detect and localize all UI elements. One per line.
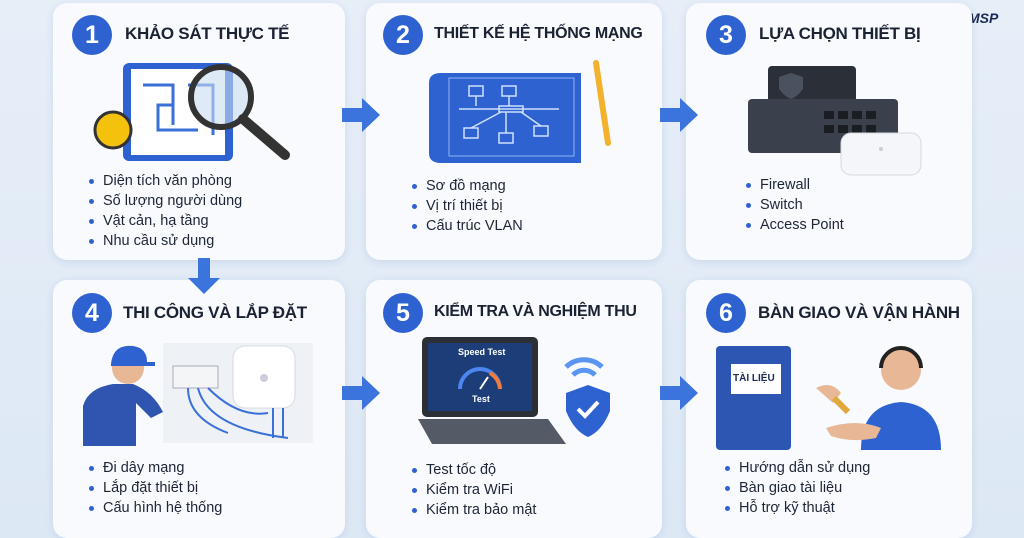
list-item: Bàn giao tài liệu	[723, 478, 870, 498]
floorplan-magnifier-icon	[93, 63, 290, 161]
step-items: Hướng dẫn sử dụng Bàn giao tài liệu Hỗ t…	[723, 458, 870, 518]
list-item: Hỗ trợ kỹ thuật	[723, 498, 870, 518]
step-title: KIỂM TRA VÀ NGHIỆM THU	[434, 303, 637, 320]
list-item: Kiểm tra bảo mật	[410, 500, 536, 520]
step-title: LỰA CHỌN THIẾT BỊ	[759, 24, 921, 43]
list-item: Đi dây mạng	[87, 458, 222, 478]
step-number: 1	[72, 15, 112, 55]
test-label: Test	[472, 394, 490, 404]
step-card-1: 1 KHẢO SÁT THỰC TẾ Diện tích văn phòng S…	[53, 3, 345, 260]
msp-logo: MSP	[968, 10, 999, 26]
list-item: Firewall	[744, 175, 844, 195]
step-title: THIẾT KẾ HỆ THỐNG MẠNG	[434, 25, 643, 42]
arrow-right-icon	[660, 98, 698, 132]
list-item: Access Point	[744, 215, 844, 235]
step-card-5: 5 KIỂM TRA VÀ NGHIỆM THU Speed Test Test…	[366, 280, 662, 538]
step-items: Test tốc độ Kiểm tra WiFi Kiểm tra bảo m…	[410, 460, 536, 520]
list-item: Sơ đồ mạng	[410, 176, 523, 196]
step-card-3: 3 LỰA CHỌN THIẾT BỊ Firewall Switch Acce…	[686, 3, 972, 260]
list-item: Cấu hình hệ thống	[87, 498, 222, 518]
step-title: THI CÔNG VÀ LẮP ĐẶT	[123, 303, 307, 322]
step-number: 3	[706, 15, 746, 55]
list-item: Số lượng người dùng	[87, 191, 242, 211]
list-item: Kiểm tra WiFi	[410, 480, 536, 500]
step-items: Diện tích văn phòng Số lượng người dùng …	[87, 171, 242, 251]
step-card-4: 4 THI CÔNG VÀ LẮP ĐẶT Đi dây mạng Lắp đặ…	[53, 280, 345, 538]
handover-docs-icon: TÀI LIỆU	[716, 338, 946, 453]
list-item: Lắp đặt thiết bị	[87, 478, 222, 498]
step-title: BÀN GIAO VÀ VẬN HÀNH	[758, 303, 960, 322]
step-card-2: 2 THIẾT KẾ HỆ THỐNG MẠNG Sơ đồ mạng Vị t…	[366, 3, 662, 260]
arrow-right-icon	[660, 376, 698, 410]
list-item: Test tốc độ	[410, 460, 536, 480]
step-number: 2	[383, 15, 423, 55]
book-label: TÀI LIỆU	[733, 373, 775, 384]
arrow-right-icon	[342, 376, 380, 410]
list-item: Switch	[744, 195, 844, 215]
step-number: 4	[72, 293, 112, 333]
list-item: Diện tích văn phòng	[87, 171, 242, 191]
speed-test-label: Speed Test	[458, 347, 506, 357]
list-item: Vị trí thiết bị	[410, 196, 523, 216]
step-items: Đi dây mạng Lắp đặt thiết bị Cấu hình hệ…	[87, 458, 222, 518]
list-item: Nhu cầu sử dụng	[87, 231, 242, 251]
step-items: Firewall Switch Access Point	[744, 175, 844, 235]
step-items: Sơ đồ mạng Vị trí thiết bị Cấu trúc VLAN	[410, 176, 523, 236]
arrow-right-icon	[342, 98, 380, 132]
step-title: KHẢO SÁT THỰC TẾ	[125, 24, 290, 43]
network-blueprint-icon	[429, 60, 611, 163]
list-item: Hướng dẫn sử dụng	[723, 458, 870, 478]
step-card-6: 6 BÀN GIAO VÀ VẬN HÀNH TÀI LIỆU Hướng dẫ…	[686, 280, 972, 538]
list-item: Vật cản, hạ tầng	[87, 211, 242, 231]
network-devices-icon	[748, 66, 922, 176]
step-number: 6	[706, 293, 746, 333]
list-item: Cấu trúc VLAN	[410, 216, 523, 236]
arrow-down-icon	[188, 258, 220, 294]
step-number: 5	[383, 293, 423, 333]
technician-install-icon	[83, 343, 313, 446]
laptop-speedtest-icon: Speed Test Test	[418, 337, 618, 449]
